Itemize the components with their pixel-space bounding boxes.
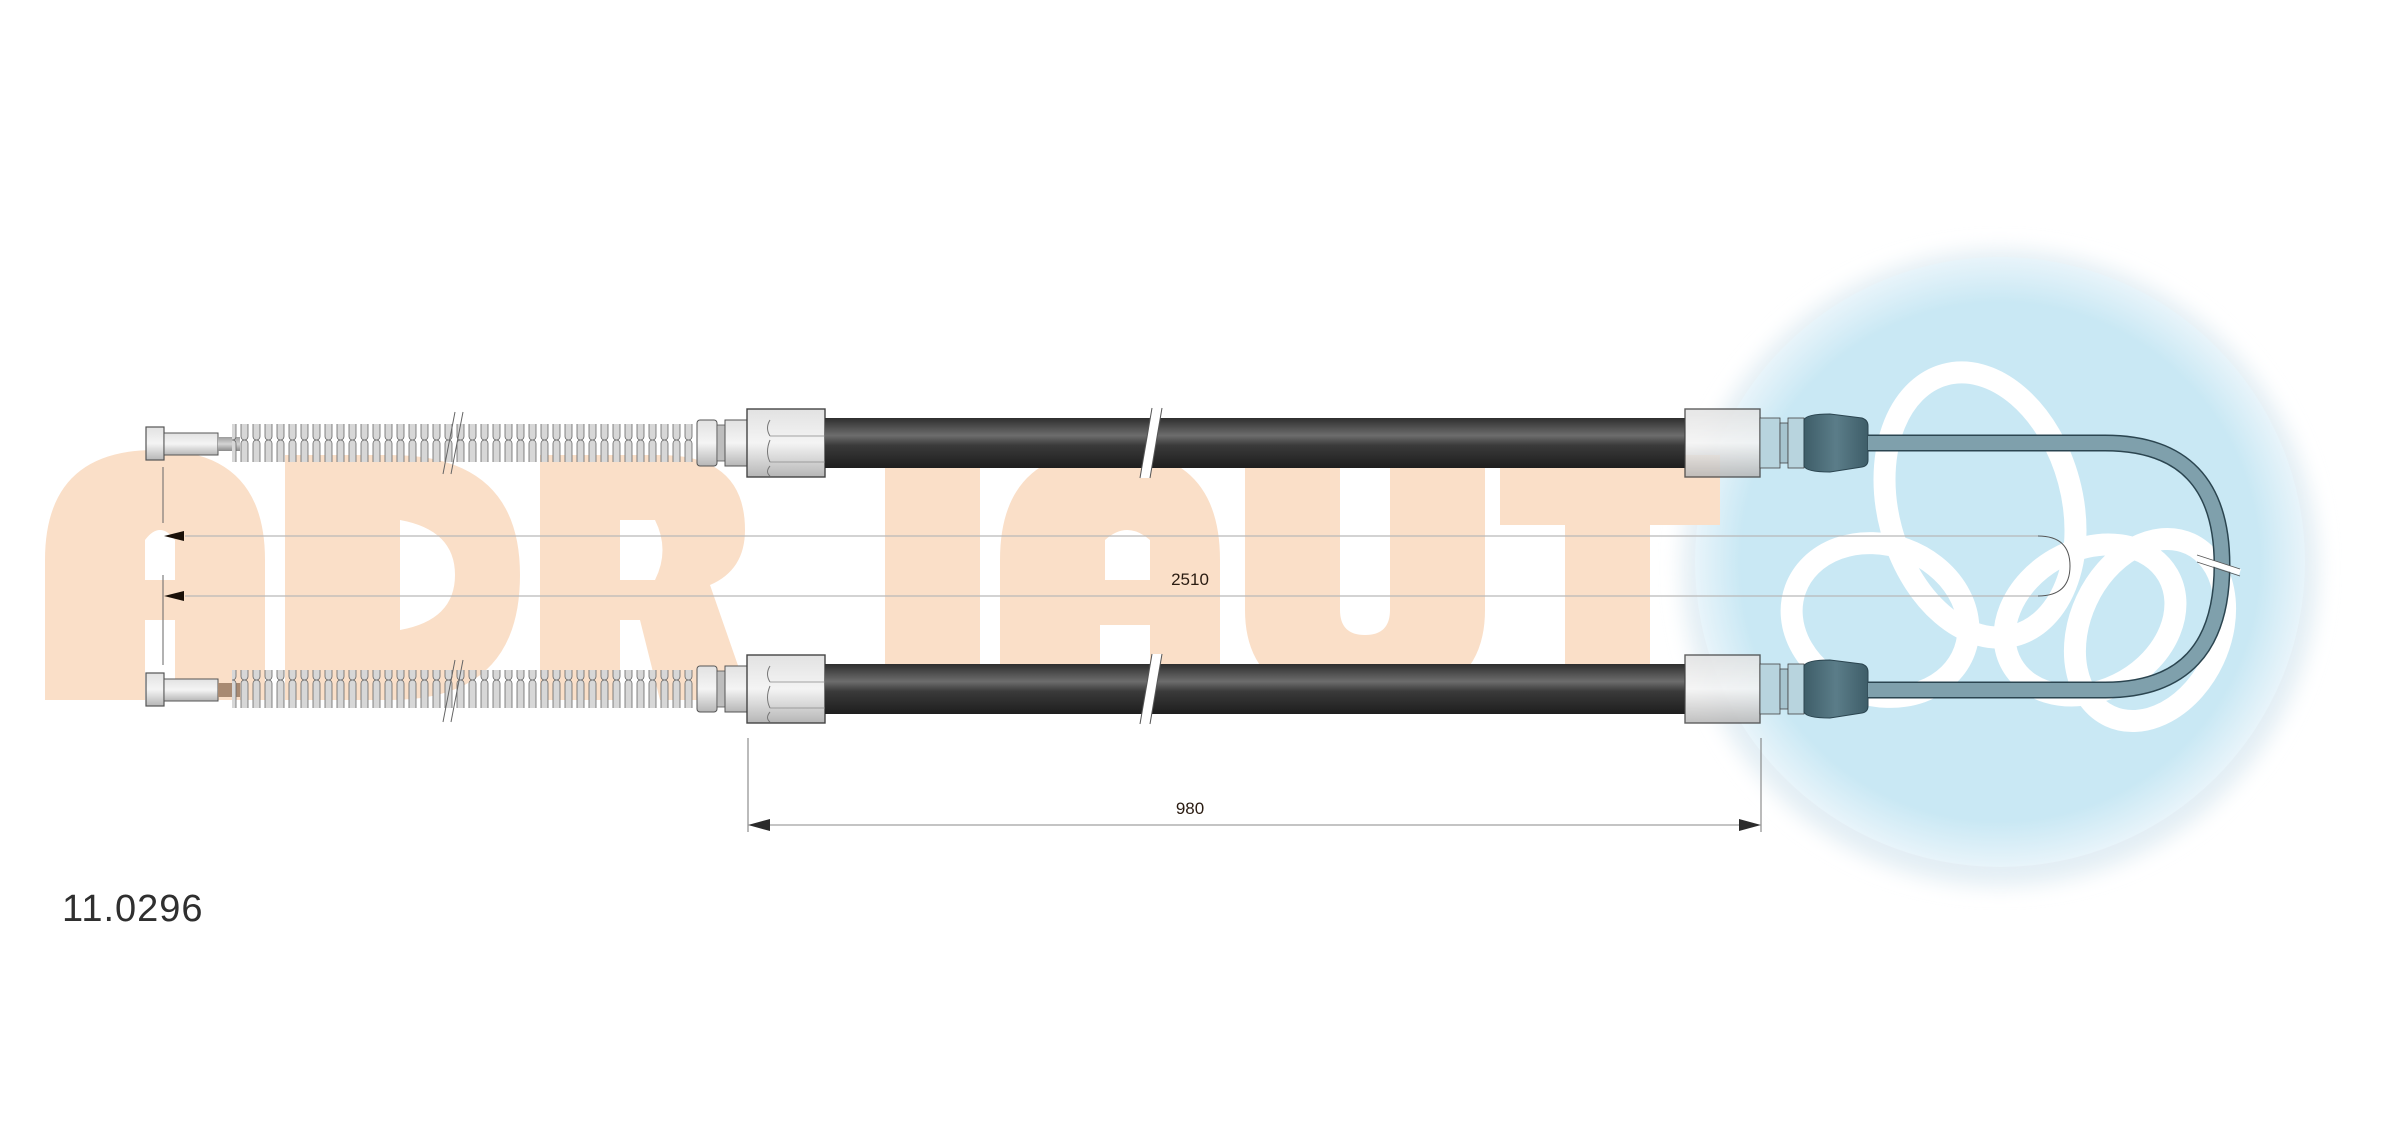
lower-spring <box>232 670 694 708</box>
logo-watermark <box>1682 250 2318 886</box>
upper-sheath <box>825 418 1685 468</box>
lower-end-nipple <box>145 672 165 707</box>
upper-left-nut <box>746 408 826 478</box>
dimension-sheath-length <box>747 738 1762 832</box>
arrowhead-upper <box>164 531 184 541</box>
inner-cable-loop <box>1868 434 2241 699</box>
brand-watermark-letters <box>45 450 1720 705</box>
lower-cable-assembly <box>145 653 1869 725</box>
lower-left-nut <box>746 654 826 724</box>
upper-end-nipple <box>145 426 165 461</box>
sheath-length-label: 980 <box>1175 799 1205 818</box>
dimension-total-length <box>162 467 2071 665</box>
lower-end-cap <box>1803 659 1869 719</box>
part-number: 11.0296 <box>62 888 204 930</box>
lower-right-nut <box>1684 654 1761 724</box>
arrowhead-lower <box>164 591 184 601</box>
total-length-label: 2510 <box>1171 570 1209 589</box>
upper-spring <box>232 424 694 462</box>
upper-right-nut <box>1684 408 1761 478</box>
upper-cable-assembly <box>145 407 1869 479</box>
lower-sheath <box>825 664 1685 714</box>
upper-end-cap <box>1803 413 1869 473</box>
